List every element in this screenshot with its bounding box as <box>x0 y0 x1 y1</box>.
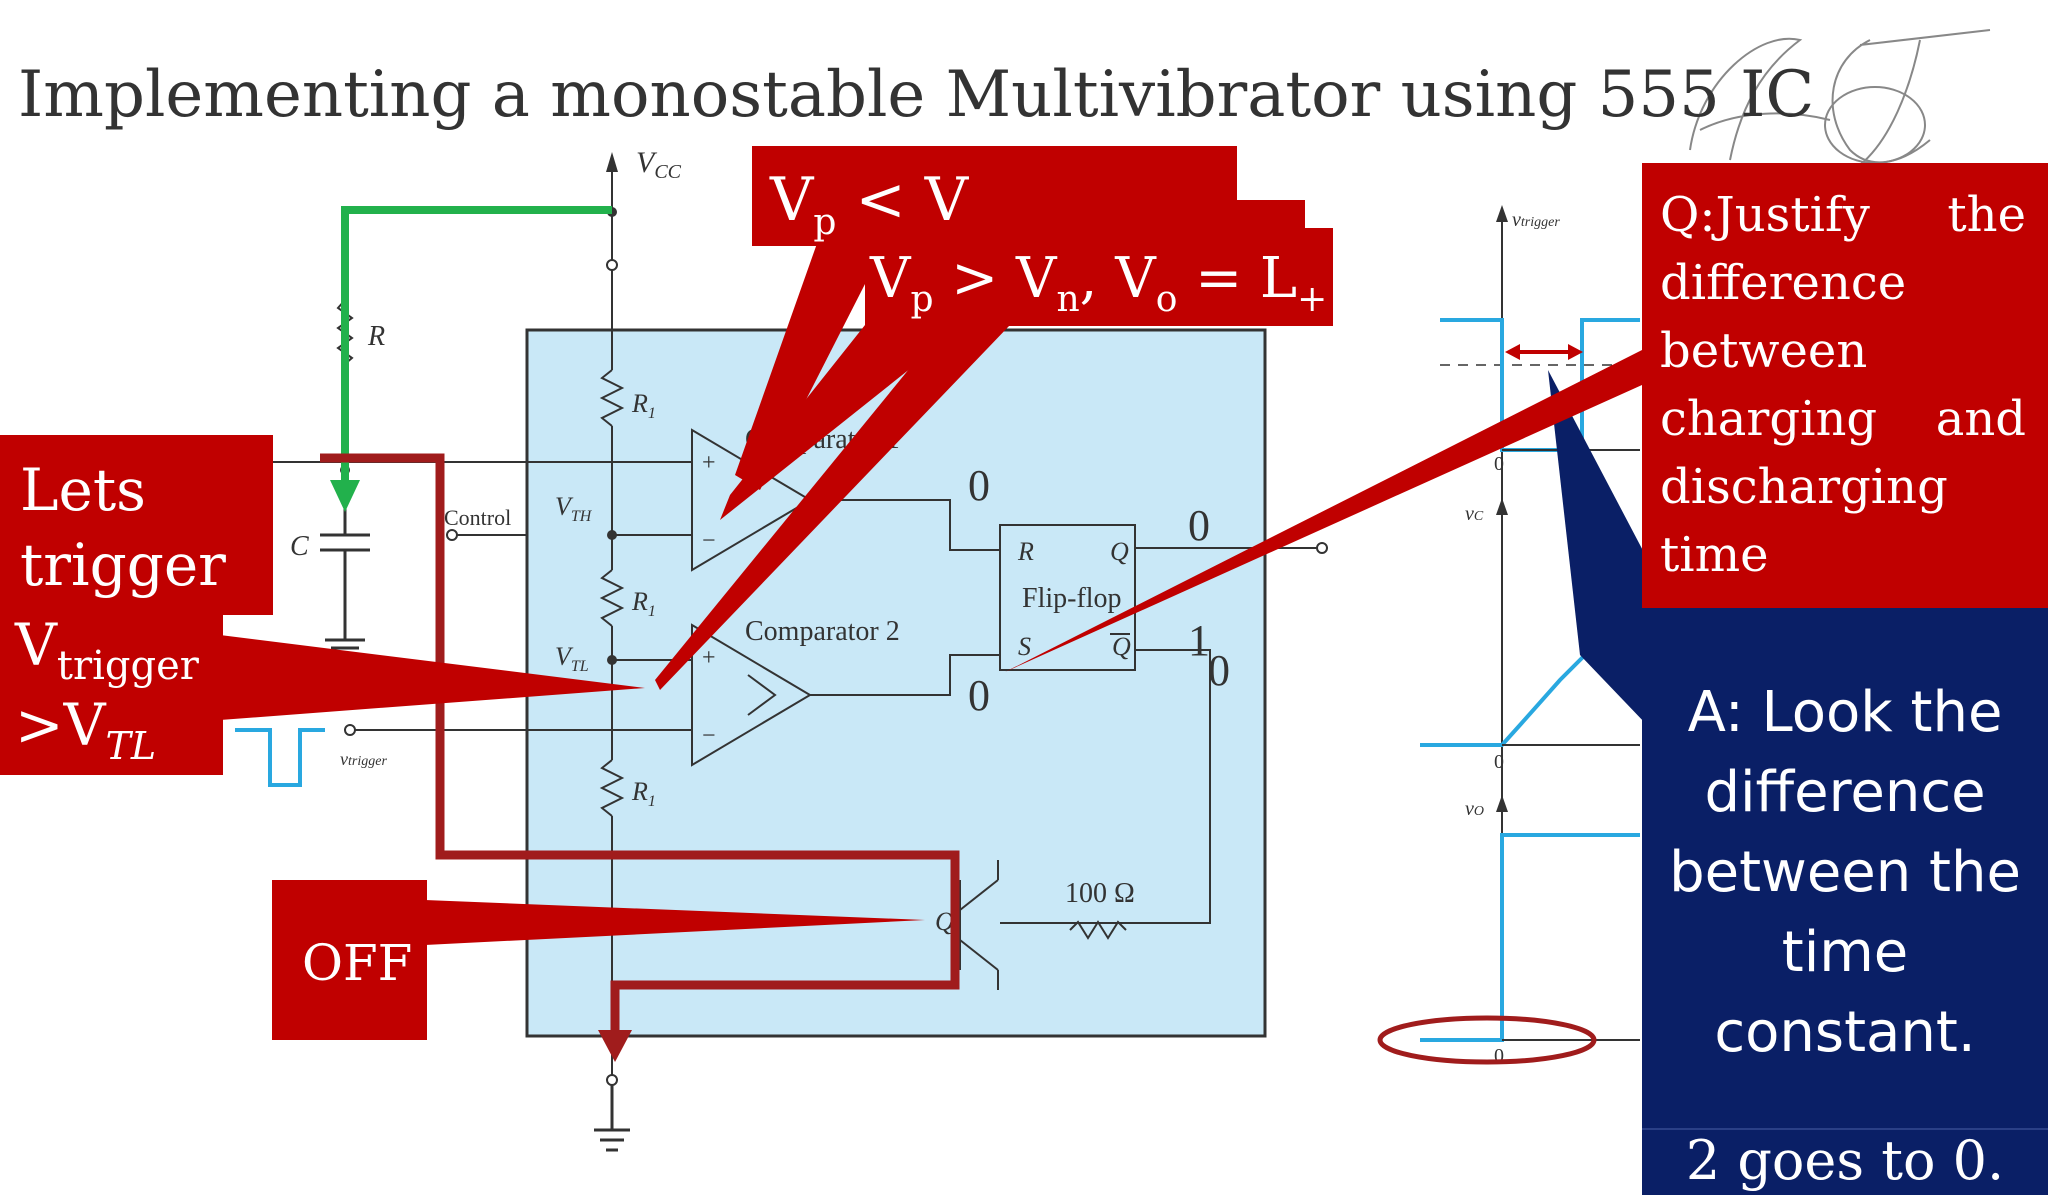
comparator-2: + − Comparator 2 <box>691 616 900 767</box>
svg-text:Q: Q <box>935 907 954 936</box>
vcc-terminal: VCC <box>606 146 682 271</box>
svg-text:+: + <box>702 645 716 671</box>
callout-trigger: trigger <box>20 531 226 599</box>
svg-text:C: C <box>290 531 309 562</box>
svg-text:Q: Q <box>1110 537 1129 566</box>
callout-off: OFF <box>302 934 412 992</box>
discharge-highlight-ellipse <box>1377 1015 1597 1065</box>
page-title: Implementing a monostable Multivibrator … <box>18 58 1815 132</box>
svg-text:−: − <box>702 528 716 554</box>
resistor-100-ohm <box>1069 920 1127 940</box>
answer-box: A: Look the difference between the time … <box>1642 608 2048 1128</box>
svg-text:R1: R1 <box>631 777 656 810</box>
svg-text:R1: R1 <box>631 587 656 620</box>
svg-text:vC: vC <box>1465 503 1484 525</box>
svg-text:Flip-flop: Flip-flop <box>1022 583 1122 614</box>
discharge-transistor <box>959 860 999 990</box>
callout-vp-less-vn: Vp < V <box>769 165 970 243</box>
svg-text:0: 0 <box>968 461 990 510</box>
callout-pointer-front <box>720 325 965 520</box>
svg-text:100 Ω: 100 Ω <box>1065 878 1135 909</box>
svg-text:R: R <box>1017 537 1034 566</box>
svg-text:0: 0 <box>968 671 990 720</box>
svg-text:0: 0 <box>1208 646 1230 695</box>
callout-vtrigger: Vtrigger <box>14 611 200 689</box>
svg-text:0: 0 <box>1494 751 1504 773</box>
question-pointer <box>1005 350 1642 672</box>
callout-pointer-back <box>735 235 890 490</box>
svg-text:1: 1 <box>1188 616 1210 665</box>
svg-text:+: + <box>702 450 716 476</box>
question-box: Q:Justify the difference between chargin… <box>1642 163 2048 608</box>
callout-greater-vtl: >VTL <box>15 691 156 768</box>
callout-lets: Lets <box>20 456 146 524</box>
svg-text:Comparator 2: Comparator 2 <box>745 616 900 647</box>
callout-pointer-left <box>220 635 645 720</box>
svg-text:0: 0 <box>1188 501 1210 550</box>
svg-text:R1: R1 <box>631 389 656 422</box>
discharge-path-arrow <box>320 453 960 1030</box>
callout-pointer-front-2 <box>655 325 1010 690</box>
svg-text:0: 0 <box>1494 453 1504 475</box>
svg-text:−: − <box>702 723 716 749</box>
bottom-strip-text: 2 goes to 0. <box>1642 1128 2048 1195</box>
svg-text:S: S <box>1018 632 1031 661</box>
svg-text:vtrigger: vtrigger <box>1512 209 1560 231</box>
charging-path-arrow <box>341 206 612 485</box>
svg-text:R: R <box>367 321 385 352</box>
svg-text:VTL: VTL <box>555 642 589 675</box>
callout-vp-greater-vn: Vp > Vn, Vo = L+ <box>869 246 1327 320</box>
svg-text:vtrigger: vtrigger <box>340 749 387 769</box>
svg-text:vO: vO <box>1465 798 1484 820</box>
svg-text:Q: Q <box>1112 632 1131 661</box>
callout-pointer-off <box>425 900 925 945</box>
trigger-pulse-icon <box>235 728 325 787</box>
svg-text:0: 0 <box>1494 1045 1504 1067</box>
svg-text:VCC: VCC <box>636 146 682 183</box>
pulse-width-arrow <box>1505 344 1583 360</box>
ground-symbol <box>594 1085 630 1152</box>
svg-text:VTH: VTH <box>555 492 593 525</box>
flip-flop: R Q Flip-flop S Q <box>999 524 1136 671</box>
svg-text:Control: Control <box>444 505 511 530</box>
